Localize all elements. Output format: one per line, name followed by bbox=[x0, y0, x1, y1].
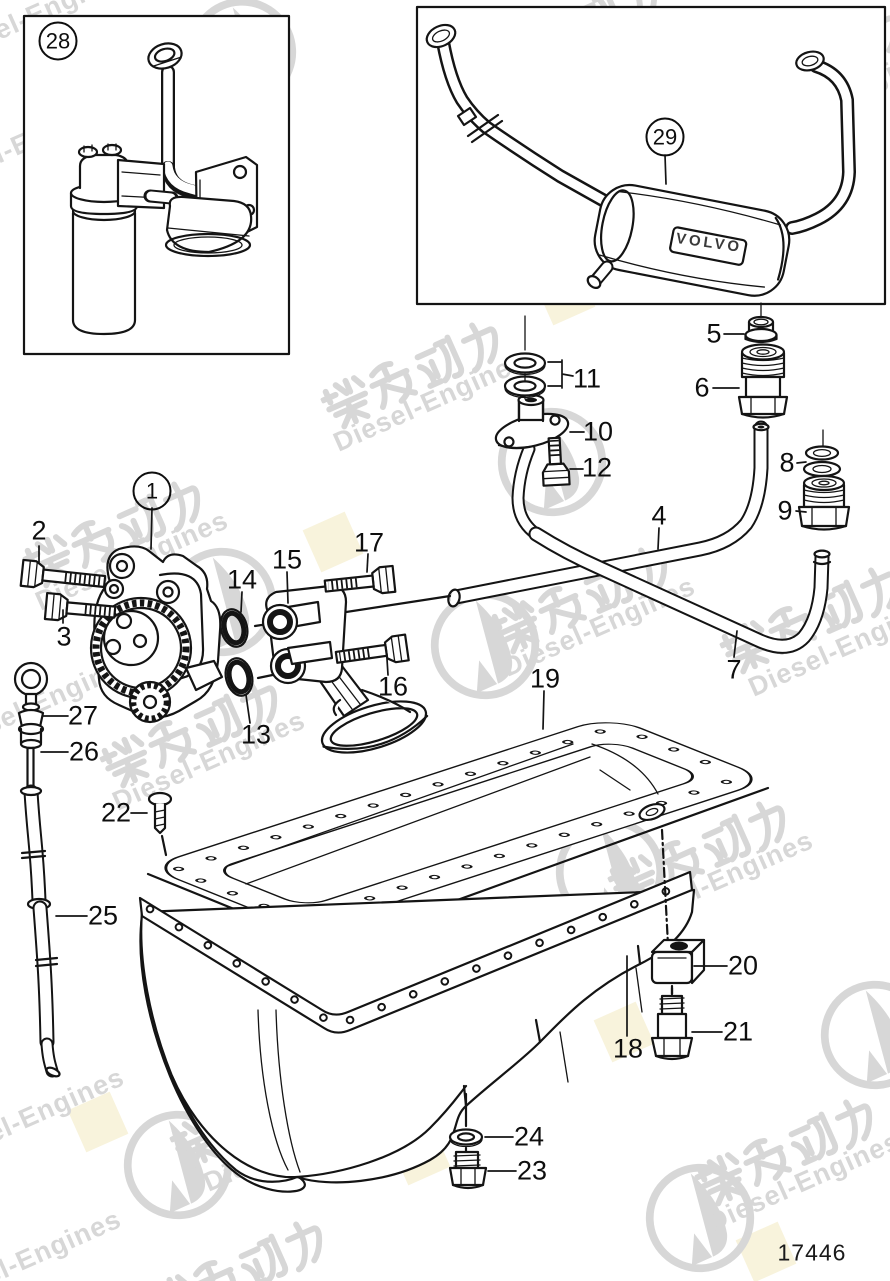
callout-27: 27 bbox=[67, 700, 99, 731]
part-oil-pump bbox=[19, 507, 452, 724]
callout-17: 17 bbox=[353, 527, 385, 558]
callout-10: 10 bbox=[582, 416, 614, 447]
callout-25: 25 bbox=[87, 900, 119, 931]
callout-15: 15 bbox=[271, 544, 303, 575]
part-suction-pipe-strainer bbox=[261, 564, 429, 754]
callout-5: 5 bbox=[706, 318, 722, 349]
callout-19: 19 bbox=[529, 663, 561, 694]
callout-28: 28 bbox=[38, 21, 78, 61]
callout-22: 22 bbox=[100, 797, 132, 828]
part-washer-24 bbox=[448, 1128, 484, 1148]
inset-box-oil-pump-kit bbox=[22, 14, 291, 356]
callout-7: 7 bbox=[726, 654, 742, 685]
callout-6: 6 bbox=[694, 372, 710, 403]
callout-12: 12 bbox=[581, 452, 613, 483]
volvo-brand-label: VOLVO bbox=[674, 229, 744, 257]
callout-1: 1 bbox=[132, 471, 172, 511]
inset-box-oil-cooler bbox=[415, 5, 887, 306]
callout-18: 18 bbox=[612, 1033, 644, 1064]
cooler-body bbox=[593, 183, 791, 297]
callout-3: 3 bbox=[56, 621, 72, 652]
callout-21: 21 bbox=[722, 1016, 754, 1047]
callout-24: 24 bbox=[513, 1121, 545, 1152]
callout-2: 2 bbox=[31, 515, 47, 546]
part-dipstick bbox=[13, 661, 61, 1078]
callout-16: 16 bbox=[377, 671, 409, 702]
callout-29: 29 bbox=[645, 117, 685, 157]
part-pin-22 bbox=[147, 791, 173, 857]
part-nut-20 bbox=[650, 938, 706, 985]
callout-26: 26 bbox=[68, 736, 100, 767]
callout-9: 9 bbox=[777, 495, 793, 526]
part-valve-21 bbox=[650, 984, 694, 1061]
callout-20: 20 bbox=[727, 950, 759, 981]
figure-number: 17446 bbox=[777, 1239, 847, 1266]
leader-lines bbox=[38, 333, 807, 1172]
callout-4: 4 bbox=[651, 500, 667, 531]
callout-8: 8 bbox=[779, 447, 795, 478]
part-drain-plug-23 bbox=[448, 1150, 488, 1190]
callout-13: 13 bbox=[240, 719, 272, 750]
part-fittings-8-9 bbox=[797, 429, 851, 531]
callout-14: 14 bbox=[226, 564, 258, 595]
callout-23: 23 bbox=[516, 1155, 548, 1186]
pipe-7-and-flange-10 bbox=[494, 315, 832, 654]
pipe-4 bbox=[447, 420, 770, 608]
part-oil-pan bbox=[138, 828, 696, 1193]
part-fitting-6-and-plug-5 bbox=[737, 302, 789, 419]
callout-11: 11 bbox=[572, 363, 602, 394]
